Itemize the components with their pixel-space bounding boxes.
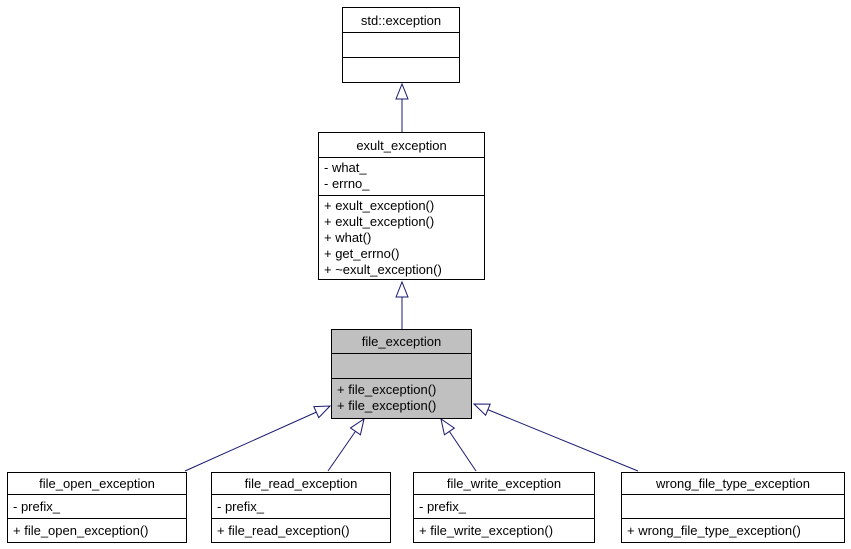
methods-section-empty bbox=[343, 58, 459, 82]
method: + get_errno() bbox=[324, 246, 400, 261]
class-box-file-open-exception[interactable]: file_open_exception - prefix_ + file_ope… bbox=[7, 472, 187, 543]
method: + file_exception() bbox=[337, 382, 437, 397]
class-title: file_open_exception bbox=[8, 473, 186, 495]
class-box-wrong-file-type-exception[interactable]: wrong_file_type_exception + wrong_file_t… bbox=[621, 472, 845, 543]
method: + file_open_exception() bbox=[13, 523, 149, 538]
attribute: - what_ bbox=[324, 160, 367, 175]
attributes-section-empty bbox=[622, 495, 844, 519]
class-box-std-exception[interactable]: std::exception bbox=[342, 7, 460, 83]
class-title: exult_exception bbox=[319, 133, 484, 158]
class-title: file_exception bbox=[332, 330, 471, 354]
attribute: - prefix_ bbox=[8, 495, 186, 519]
methods-section: + exult_exception() + exult_exception() … bbox=[319, 196, 484, 279]
method: + what() bbox=[324, 230, 372, 245]
class-box-file-exception[interactable]: file_exception + file_exception() + file… bbox=[331, 329, 472, 419]
attributes-section-empty bbox=[332, 354, 471, 379]
method: + exult_exception() bbox=[324, 198, 435, 213]
class-title: file_write_exception bbox=[414, 473, 594, 495]
class-box-file-read-exception[interactable]: file_read_exception - prefix_ + file_rea… bbox=[211, 472, 391, 543]
method: + wrong_file_type_exception() bbox=[627, 523, 801, 538]
attribute: - prefix_ bbox=[414, 495, 594, 519]
attributes-section-empty bbox=[343, 33, 459, 58]
method: + file_write_exception() bbox=[419, 523, 554, 538]
class-title: wrong_file_type_exception bbox=[622, 473, 844, 495]
arrow-file-read-to-file-exception bbox=[327, 417, 365, 472]
attributes-section: - what_ - errno_ bbox=[319, 158, 484, 196]
attribute: - prefix_ bbox=[212, 495, 390, 519]
class-title: std::exception bbox=[343, 8, 459, 33]
methods-section: + file_exception() + file_exception() bbox=[332, 379, 471, 418]
method: + exult_exception() bbox=[324, 214, 435, 229]
arrow-file-open-to-file-exception bbox=[184, 405, 332, 472]
arrow-wrong-file-type-to-file-exception bbox=[472, 403, 639, 472]
method: + file_exception() bbox=[337, 398, 437, 413]
class-box-file-write-exception[interactable]: file_write_exception - prefix_ + file_wr… bbox=[413, 472, 595, 543]
attribute: - errno_ bbox=[324, 176, 370, 191]
class-box-exult-exception[interactable]: exult_exception - what_ - errno_ + exult… bbox=[318, 132, 485, 280]
arrow-file-write-to-file-exception bbox=[440, 417, 477, 472]
class-title: file_read_exception bbox=[212, 473, 390, 495]
method: + ~exult_exception() bbox=[324, 262, 442, 277]
method: + file_read_exception() bbox=[217, 523, 350, 538]
